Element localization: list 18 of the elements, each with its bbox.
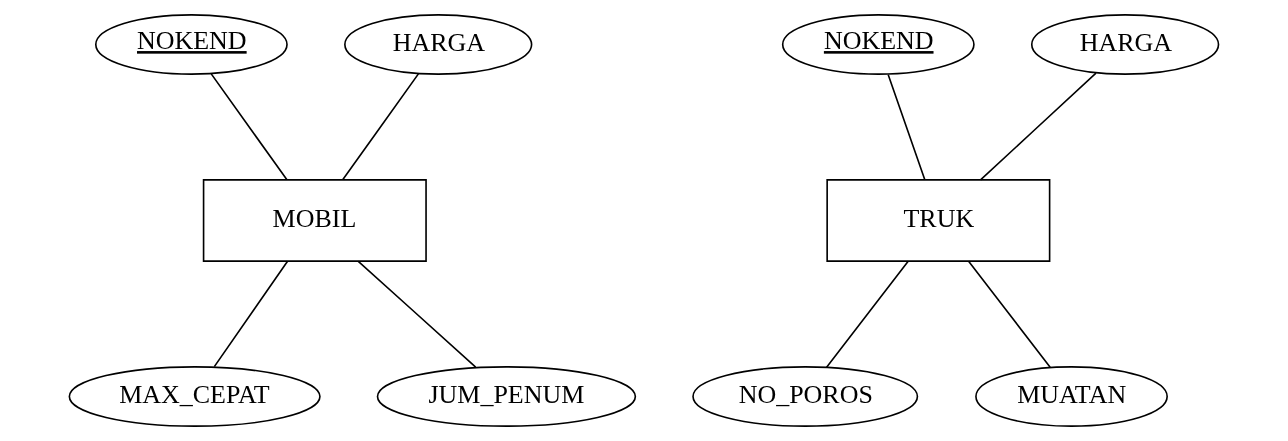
connector [342, 73, 420, 181]
node-ellipse: HARGA [1030, 14, 1220, 75]
node-ellipse: NO_POROS [692, 366, 919, 427]
node-box: MOBIL [202, 179, 427, 262]
node-ellipse: NOKEND [95, 14, 288, 75]
node-box: TRUK [826, 179, 1051, 262]
connector [825, 260, 909, 368]
connector [213, 260, 289, 368]
node-ellipse: NOKEND [781, 14, 975, 75]
connector [357, 260, 477, 368]
connector [967, 260, 1051, 368]
node-ellipse: JUM_PENUM [376, 366, 637, 427]
connector [979, 72, 1097, 181]
node-ellipse: HARGA [344, 14, 533, 75]
node-ellipse: MUATAN [975, 366, 1168, 427]
node-ellipse: MAX_CEPAT [68, 366, 321, 427]
connector [887, 73, 926, 181]
connector [210, 73, 288, 181]
